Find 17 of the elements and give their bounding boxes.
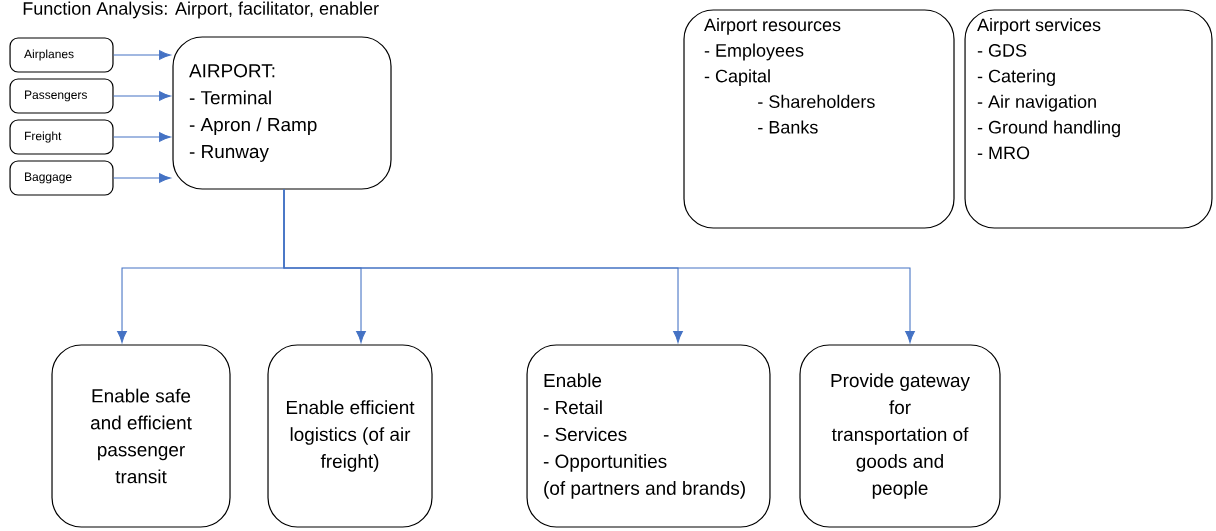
arrow (113, 91, 171, 101)
function-box: Provide gateway for transportation of goods and people (799, 344, 1001, 528)
input-box: Passengers (9, 78, 114, 114)
function-box: Enable efficient logistics (of air freight) (267, 344, 433, 528)
arrow (113, 50, 171, 60)
function-box: Enable safe and efficient passenger transit (51, 344, 231, 528)
arrow (283, 189, 915, 343)
list-box: Enable - Retail - Services - Opportunities (of partners and brands) (526, 344, 771, 528)
list-box: Airport services - GDS - Catering - Air navigation - Ground handling - MRO (964, 9, 1213, 229)
list-box: AIRPORT: - Terminal - Apron / Ramp - Runway (172, 36, 392, 190)
input-box: Airplanes (9, 37, 114, 73)
list-box: Airport resources - Employees - Capital - Shareholders - Banks (683, 9, 955, 229)
title: Function Analysis: Airport, facilitator, enabler (23, 1, 379, 19)
input-box: Baggage (9, 160, 114, 196)
arrow (113, 132, 171, 142)
arrow (113, 173, 171, 183)
input-box: Freight (9, 119, 114, 155)
